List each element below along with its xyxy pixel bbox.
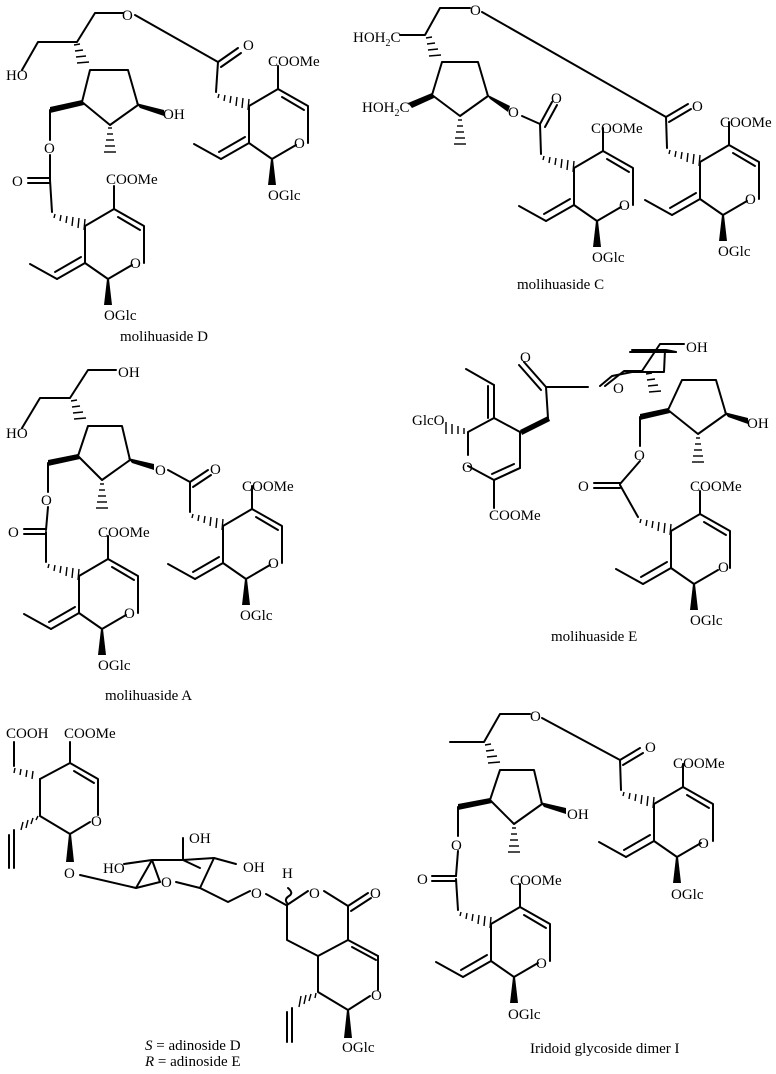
label-oglc: OGlc bbox=[592, 250, 625, 266]
label-o: O bbox=[718, 560, 729, 576]
label-oh: OH bbox=[567, 807, 589, 823]
label-o: O bbox=[530, 709, 541, 725]
label-coome: COOMe bbox=[591, 121, 643, 137]
label-oglc: OGlc bbox=[98, 658, 131, 674]
label-o: O bbox=[613, 381, 624, 397]
label-o: O bbox=[294, 136, 305, 152]
structure-adinosides: COOH COOMe O O HO O OH OH O H O O O OGlc… bbox=[6, 726, 382, 1070]
structure-molihuaside-a: OH HO O O O O COOMe COOMe O O OGlc OGlc … bbox=[6, 365, 294, 704]
label-o: O bbox=[44, 141, 55, 157]
label-oh: OH bbox=[189, 831, 211, 847]
label-o: O bbox=[698, 836, 709, 852]
label-hoh2c: HOH2C bbox=[353, 30, 401, 49]
label-hoh2c: HOH2C bbox=[362, 100, 410, 119]
label-h: H bbox=[282, 866, 293, 882]
caption-molihuaside-e: molihuaside E bbox=[551, 629, 637, 645]
label-coome: COOMe bbox=[510, 873, 562, 889]
structure-molihuaside-d: HO O O OH O O COOMe COOMe O O OGlc OGlc … bbox=[6, 8, 320, 345]
structure-molihuaside-c: HOH2C O HOH2C O O O COOMe COOMe O O OGlc… bbox=[353, 3, 772, 293]
label-oh: OH bbox=[686, 340, 708, 356]
label-o: O bbox=[551, 91, 562, 107]
label-ho: HO bbox=[6, 68, 28, 84]
label-coome: COOMe bbox=[242, 479, 294, 495]
label-o: O bbox=[371, 988, 382, 1004]
label-o: O bbox=[462, 460, 473, 476]
label-ho: HO bbox=[6, 426, 28, 442]
label-o: O bbox=[155, 463, 166, 479]
label-o: O bbox=[508, 105, 519, 121]
label-coome: COOMe bbox=[268, 54, 320, 70]
label-oglc: OGlc bbox=[718, 244, 751, 260]
label-o: O bbox=[210, 462, 221, 478]
label-oglc: OGlc bbox=[240, 608, 273, 624]
label-o: O bbox=[634, 448, 645, 464]
label-oglc: OGlc bbox=[342, 1040, 375, 1056]
caption-iridoid-dimer-i: Iridoid glycoside dimer I bbox=[530, 1041, 680, 1057]
label-o: O bbox=[645, 740, 656, 756]
label-glco: GlcO bbox=[412, 413, 445, 429]
label-coome: COOMe bbox=[673, 756, 725, 772]
label-o: O bbox=[251, 886, 262, 902]
label-oh: OH bbox=[747, 416, 769, 432]
label-o: O bbox=[578, 479, 589, 495]
label-o: O bbox=[41, 493, 52, 509]
label-o: O bbox=[536, 956, 547, 972]
label-coome: COOMe bbox=[690, 479, 742, 495]
label-coome: COOMe bbox=[489, 508, 541, 524]
label-o: O bbox=[64, 866, 75, 882]
structure-iridoid-dimer-i: O O OH COOMe COOMe O O O O OGlc OGlc Iri… bbox=[417, 709, 725, 1057]
label-o: O bbox=[692, 99, 703, 115]
label-o: O bbox=[161, 875, 172, 891]
label-o: O bbox=[520, 350, 531, 366]
label-oglc: OGlc bbox=[671, 887, 704, 903]
label-o: O bbox=[619, 198, 630, 214]
label-o: O bbox=[370, 886, 381, 902]
label-coome: COOMe bbox=[720, 115, 772, 131]
caption-adinoside-e: R = adinoside E bbox=[144, 1054, 241, 1069]
label-o: O bbox=[745, 192, 756, 208]
label-o: O bbox=[91, 814, 102, 830]
label-oh: OH bbox=[243, 860, 265, 876]
label-o: O bbox=[124, 606, 135, 622]
label-oh: OH bbox=[163, 107, 185, 123]
label-coome: COOMe bbox=[106, 172, 158, 188]
label-oglc: OGlc bbox=[508, 1007, 541, 1023]
label-oglc: OGlc bbox=[268, 188, 301, 204]
label-o: O bbox=[8, 525, 19, 541]
label-o: O bbox=[12, 174, 23, 190]
label-o: O bbox=[309, 886, 320, 902]
label-o: O bbox=[417, 872, 428, 888]
label-o: O bbox=[451, 838, 462, 854]
label-ho: HO bbox=[103, 861, 125, 877]
label-oglc: OGlc bbox=[690, 613, 723, 629]
label-o: O bbox=[470, 3, 481, 19]
label-coome: COOMe bbox=[64, 726, 116, 742]
caption-adinoside-d: S = adinoside D bbox=[145, 1038, 241, 1054]
label-o: O bbox=[243, 38, 254, 54]
label-oh: OH bbox=[118, 365, 140, 381]
caption-molihuaside-a: molihuaside A bbox=[105, 688, 192, 704]
label-coome: COOMe bbox=[98, 525, 150, 541]
label-o: O bbox=[130, 256, 141, 272]
label-cooh: COOH bbox=[6, 726, 49, 742]
caption-molihuaside-c: molihuaside C bbox=[517, 277, 604, 293]
label-oglc: OGlc bbox=[104, 308, 137, 324]
label-o: O bbox=[268, 556, 279, 572]
structure-molihuaside-e: OH O O GlcO OH O O O COOMe COOMe O OGlc … bbox=[412, 340, 769, 645]
label-o: O bbox=[122, 8, 133, 24]
caption-molihuaside-d: molihuaside D bbox=[120, 329, 208, 345]
